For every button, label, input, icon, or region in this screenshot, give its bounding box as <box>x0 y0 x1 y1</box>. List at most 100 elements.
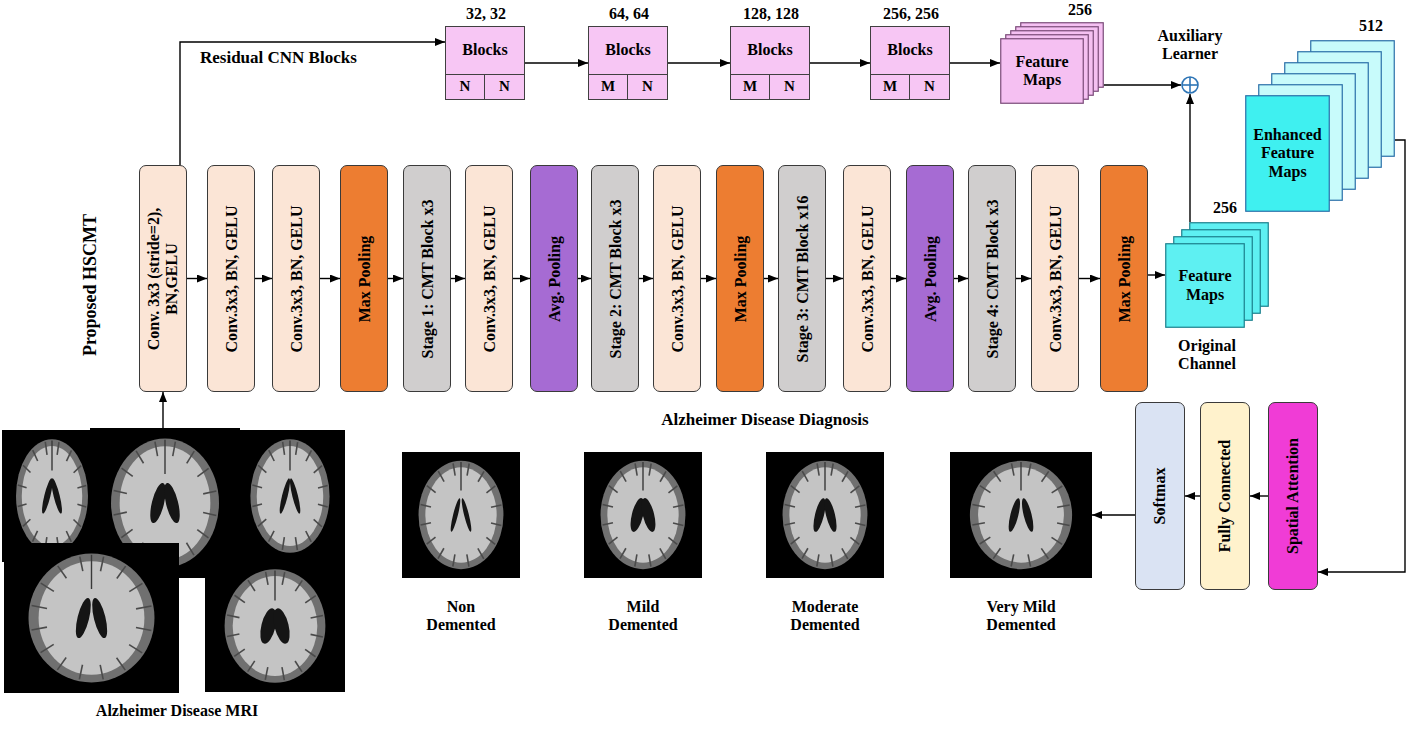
brain-sulcus <box>306 450 312 461</box>
brain-sulcus <box>295 537 297 550</box>
node-label: Enhanced Feature Maps <box>1249 126 1326 181</box>
node-label: Moderate Demented <box>780 598 870 635</box>
conv-block: Conv.3x3, BN, GELU <box>843 165 891 392</box>
brain-sulcus <box>1028 463 1031 475</box>
brain-gray-matter <box>250 439 329 553</box>
brain-sulcus <box>266 572 268 585</box>
brain-sulcus <box>203 491 216 494</box>
brain-sulcus <box>1052 537 1063 544</box>
text-slot: Auxiliary Learner <box>1145 22 1235 68</box>
feature-map-sheet <box>1246 96 1330 212</box>
text-slot: Max Pooling <box>1104 176 1144 381</box>
mri-slice-image <box>584 452 702 578</box>
model-title: Proposed HSCMT <box>80 214 101 356</box>
feature-map-stack: 512Enhanced Feature Maps <box>1245 40 1395 212</box>
brain-ventricle <box>639 497 658 533</box>
node-label: M <box>743 78 757 95</box>
conv-block: Conv.3x3, BN, GELU <box>272 165 320 392</box>
brain-sulcus <box>136 606 151 609</box>
brain-sulcus <box>197 530 208 538</box>
brain-sulcus <box>122 468 133 476</box>
brain-sulcus <box>129 645 142 653</box>
brain-gray-matter <box>601 461 686 569</box>
mri-background <box>235 430 345 562</box>
brain-fissure <box>164 440 165 474</box>
brain-sulcus <box>187 451 195 463</box>
brain-sulcus <box>73 519 80 526</box>
brain-sulcus <box>1041 548 1048 558</box>
flow-arrow <box>187 278 207 279</box>
brain-sulcus <box>45 442 47 455</box>
brain-sulcus <box>318 504 328 507</box>
text-slot: Residual CNN Blocks <box>200 47 440 69</box>
text-slot: N <box>446 75 484 99</box>
brain-sulcus <box>77 504 86 507</box>
brain-sulcus <box>980 486 991 493</box>
conv-block: Conv. 3x3 (stride=2), BN,GELU <box>139 165 187 392</box>
mri-background <box>4 543 179 693</box>
brain-sulcus <box>121 529 132 537</box>
mri-art <box>584 452 702 578</box>
brain-sulcus <box>438 548 444 558</box>
brain-sulcus <box>421 505 431 507</box>
text-slot: Blocks <box>871 27 949 74</box>
brain-sulcus <box>972 523 985 525</box>
node-label: Spatial Attention <box>1284 438 1302 554</box>
brain-fissure <box>289 440 290 470</box>
brain-sulcus <box>660 471 666 481</box>
node-label: Conv.3x3, BN, GELU <box>858 205 876 352</box>
brain-sulcus <box>101 557 104 572</box>
flow-arrow <box>1148 274 1165 275</box>
text-slot: Conv.3x3, BN, GELU <box>469 176 509 381</box>
diagnosis-mri: Mild Demented <box>584 452 702 578</box>
brain-sulcus <box>467 463 469 475</box>
block-cell: N <box>446 74 485 99</box>
max-pooling-block: Max Pooling <box>340 165 388 392</box>
node-label: M <box>883 78 897 95</box>
brain-ventricle <box>49 478 64 515</box>
brain-sulcus <box>305 649 315 656</box>
brain-sulcus <box>478 471 484 481</box>
brain-sulcus <box>1012 463 1014 475</box>
brain-sulcus <box>248 580 255 591</box>
flow-arrow <box>950 62 1000 63</box>
brain-sulcus <box>282 537 284 550</box>
brain-ventricle <box>161 482 183 525</box>
sum-circle <box>1182 77 1198 93</box>
brain-sulcus <box>296 442 298 455</box>
text-slot: M <box>731 75 769 99</box>
brain-sulcus <box>57 658 66 670</box>
brain-sulcus <box>41 644 54 652</box>
flow-arrow <box>954 278 968 279</box>
residual-block: 32, 32BlocksNN <box>445 26 525 100</box>
node-label: Stage 3: CMT Block x16 <box>793 195 811 362</box>
text-slot: 64, 64 <box>574 4 684 25</box>
block-cell: N <box>910 74 949 99</box>
brain-sulcus <box>136 451 143 463</box>
brain-sulcus <box>855 523 865 525</box>
brain-sulcus <box>197 468 208 476</box>
node-label: Conv.3x3, BN, GELU <box>287 205 305 352</box>
brain-sulcus <box>427 537 436 544</box>
feature-map-sheet <box>1166 244 1245 328</box>
brain-sulcus <box>32 606 47 609</box>
brain-sulcus <box>283 442 285 455</box>
brain-sulcus <box>453 463 455 475</box>
node-label: Very Mild Demented <box>976 598 1066 635</box>
flow-arrow <box>810 62 870 63</box>
text-slot: Softmax <box>1139 408 1181 584</box>
brain-sulcus <box>23 519 31 526</box>
brain-sulcus <box>980 537 991 544</box>
brain-sulcus <box>478 548 484 558</box>
brain-sulcus <box>311 634 323 637</box>
text-slot: N <box>910 75 949 99</box>
sum-operator: Auxiliary Learner <box>1181 76 1199 94</box>
brain-sulcus <box>32 531 37 542</box>
text-slot: Conv.3x3, BN, GELU <box>847 176 887 381</box>
diagnosis-mri: Non Demented <box>402 452 520 578</box>
brain-ventricle <box>89 597 110 640</box>
max-pooling-block: Max Pooling <box>716 165 764 392</box>
text-slot: Proposed HSCMT <box>77 175 103 395</box>
sum-operator-art <box>1181 76 1199 94</box>
node-label: Conv.3x3, BN, GELU <box>222 205 240 352</box>
